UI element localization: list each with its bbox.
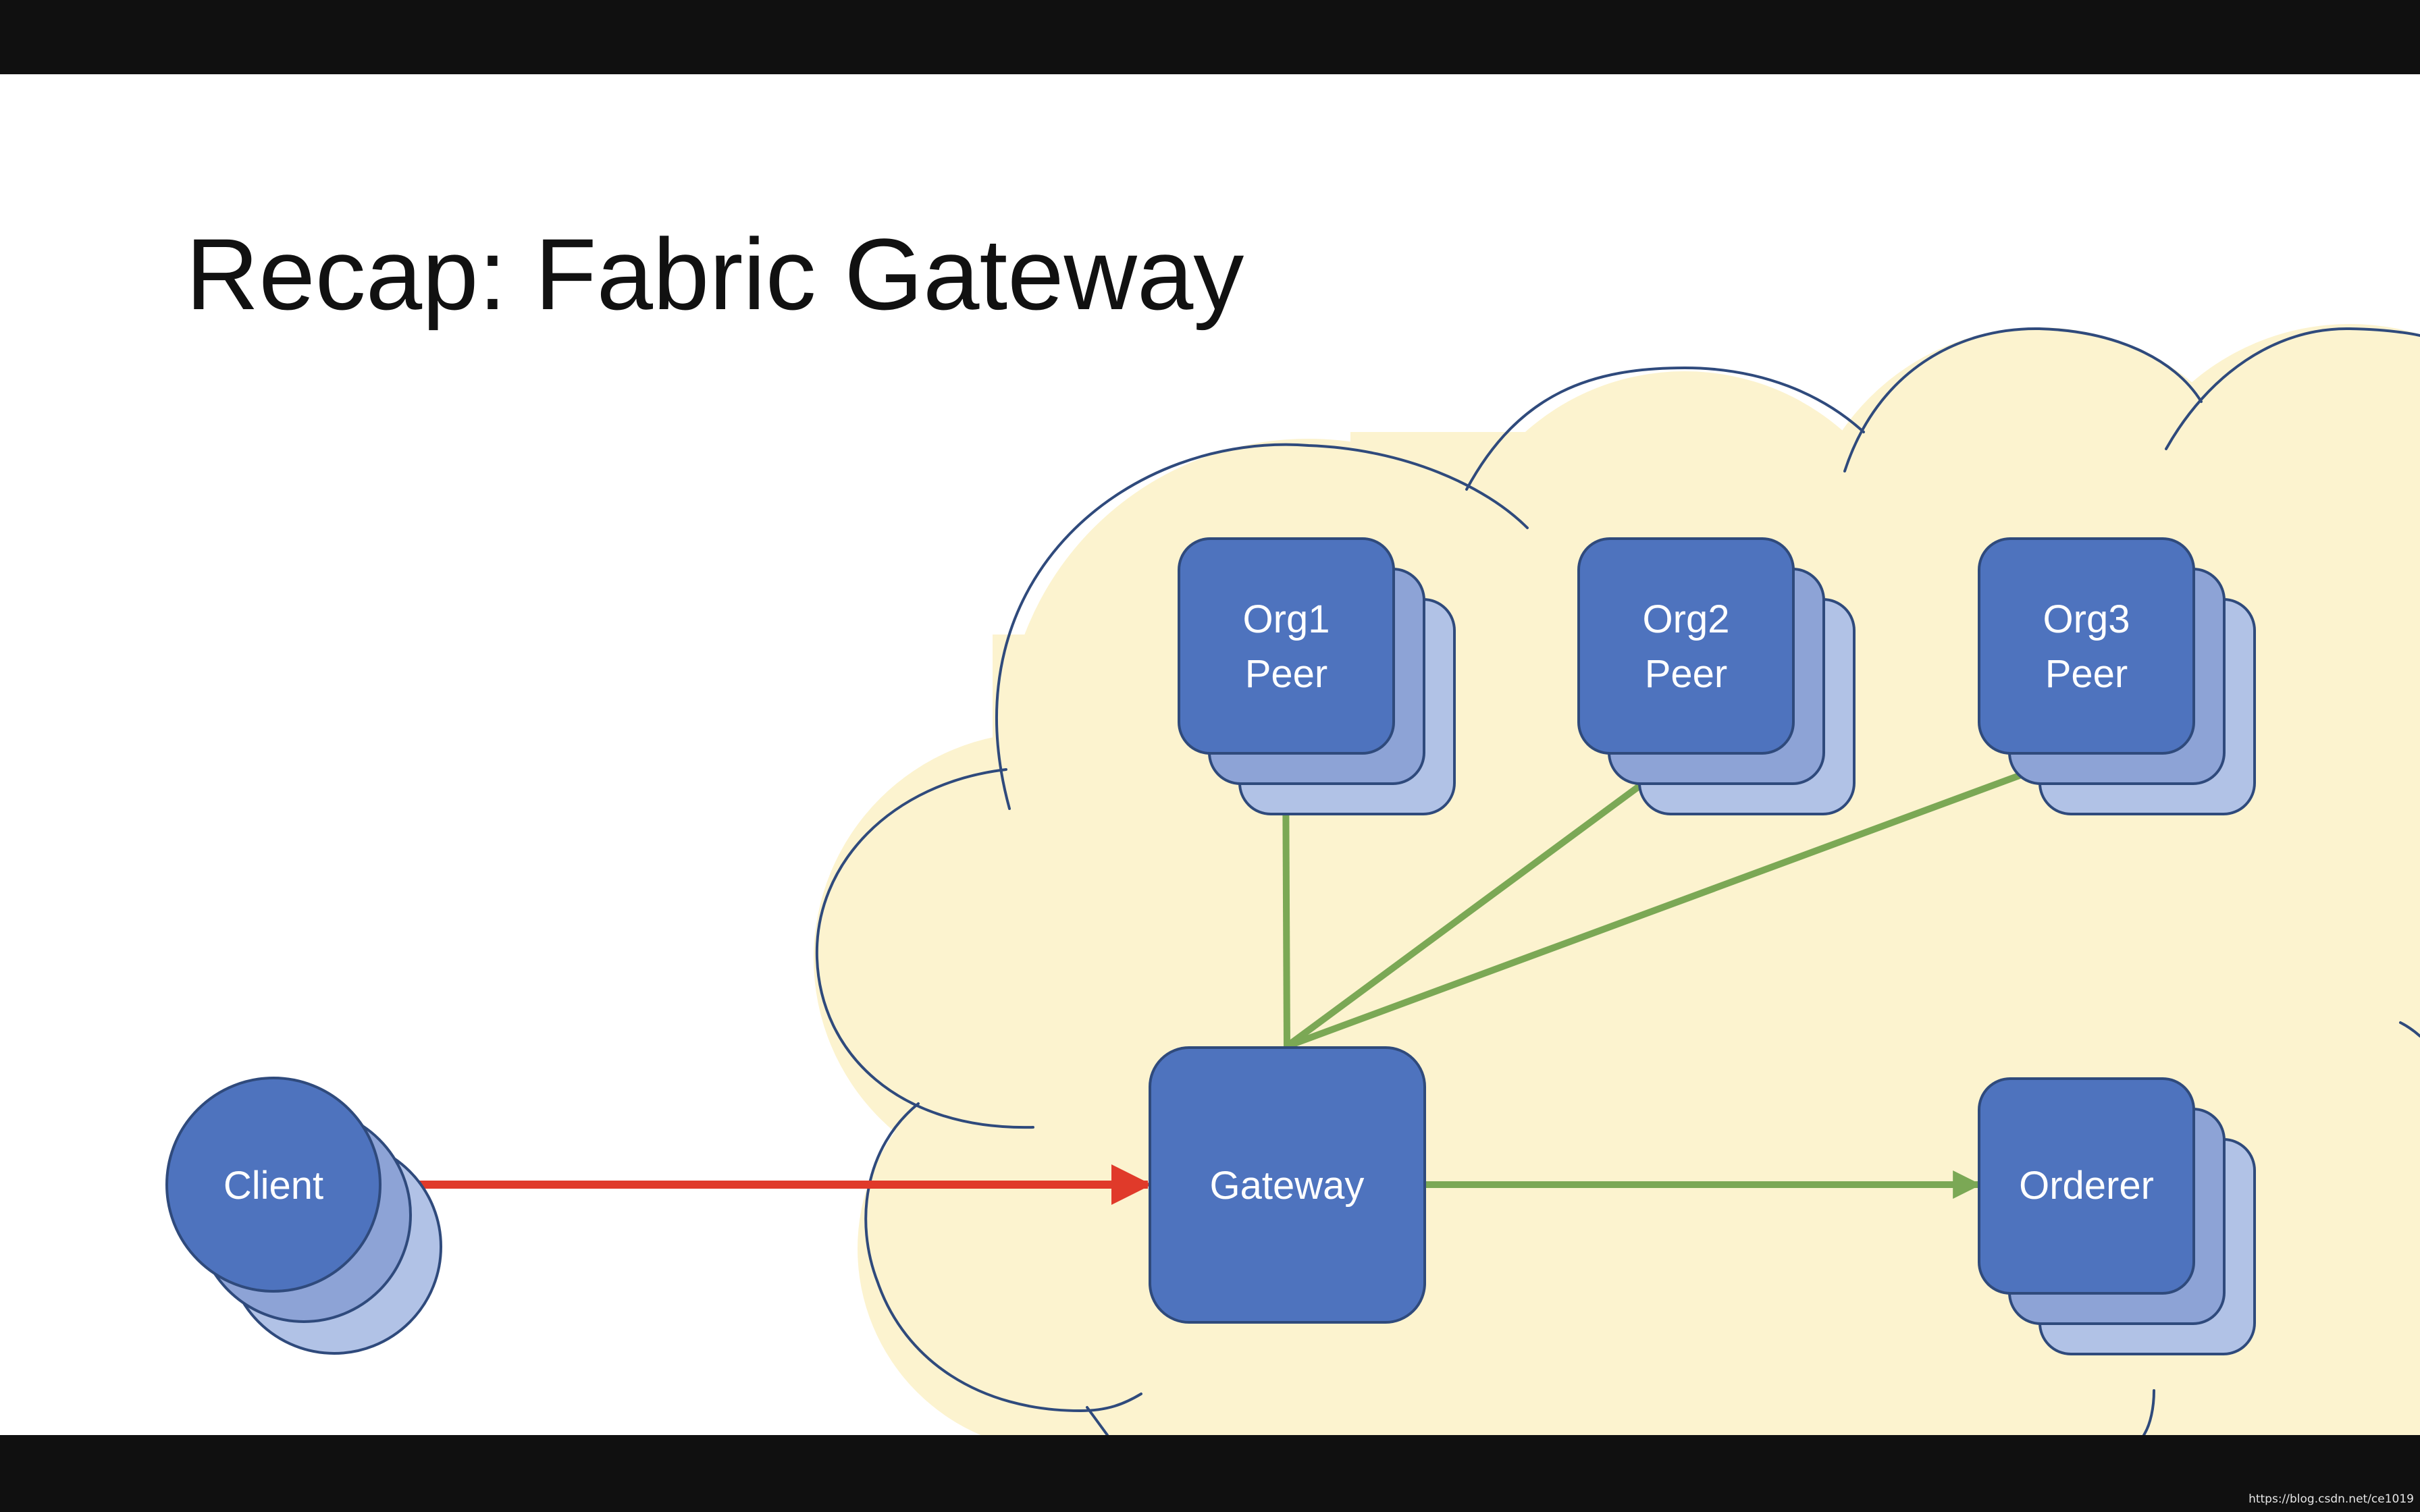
orderer-box [1978,1077,2195,1295]
client-label: Client [223,1164,323,1208]
cloud-outline [815,327,2420,1435]
org1-peer-box [1178,537,1395,755]
org2-peer-box [1577,537,1795,755]
orderer-node: Orderer [1978,1077,2256,1355]
org2-peer-label-line2: Peer [1645,652,1728,696]
gateway-box [1149,1046,1426,1324]
org2-peer-label-line1: Org2 [1643,597,1730,641]
orderer-label: Orderer [2019,1164,2154,1208]
org1-peer-label-line1: Org1 [1243,597,1330,641]
connectors [382,747,2088,1205]
top-letterbox [0,0,2420,74]
gateway-to-org2-arrow [1285,749,1687,1050]
gateway-label: Gateway [1210,1164,1365,1208]
slide-title: Recap: Fabric Gateway [186,217,1244,331]
client-node: Client [165,1077,442,1355]
client-circle [165,1077,382,1293]
gateway-node: Gateway [1149,1046,1426,1324]
org1-peer-node: Org1 Peer [1178,537,1456,815]
bottom-letterbox [0,1435,2420,1512]
org3-peer-box [1978,537,2195,755]
org3-peer-label-line1: Org3 [2043,597,2130,641]
org3-peer-label-line2: Peer [2045,652,2128,696]
org1-peer-label-line2: Peer [1245,652,1328,696]
gateway-to-org3-arrow [1286,747,2088,1050]
org3-peer-node: Org3 Peer [1978,537,2256,815]
org2-peer-node: Org2 Peer [1577,537,1856,815]
watermark: https://blog.csdn.net/ce1019 [2248,1492,2414,1506]
